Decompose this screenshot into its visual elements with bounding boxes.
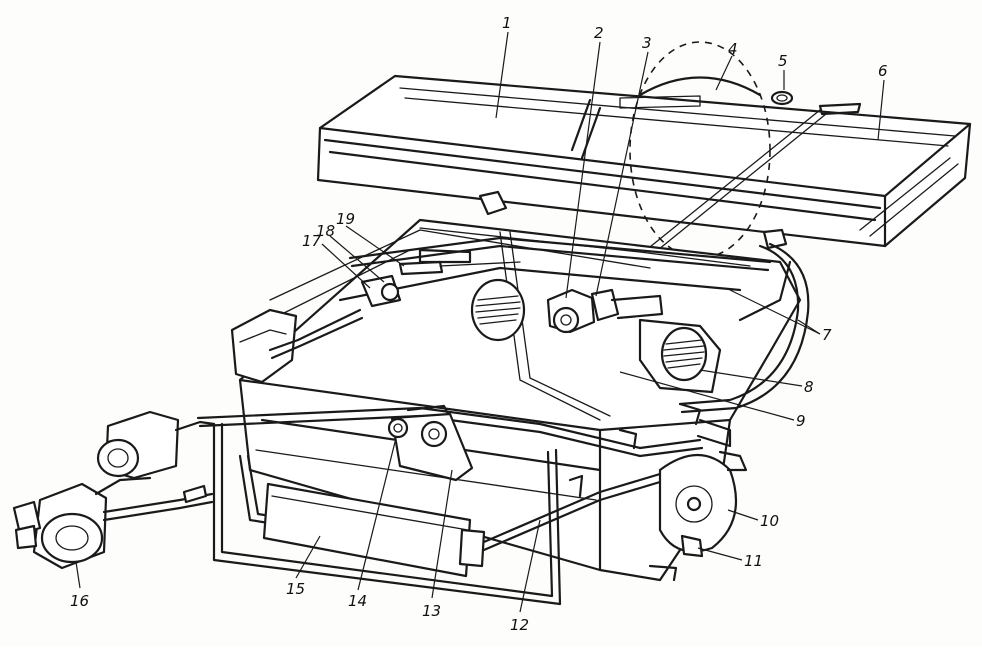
callout-16: 16 bbox=[70, 592, 89, 610]
callout-2: 2 bbox=[594, 24, 604, 42]
callout-14: 14 bbox=[348, 592, 367, 610]
electric-pump-16 bbox=[12, 410, 216, 570]
callout-17: 17 bbox=[302, 232, 322, 250]
callout-4: 4 bbox=[728, 40, 738, 58]
callout-15: 15 bbox=[286, 580, 305, 598]
upper-tank bbox=[316, 74, 972, 248]
callout-11: 11 bbox=[744, 552, 763, 570]
left-control-box bbox=[230, 308, 364, 384]
radiator-15 bbox=[262, 482, 486, 578]
callout-18: 18 bbox=[316, 222, 335, 240]
mixing-valve-13-14 bbox=[387, 404, 474, 482]
callout-labels: 1 2 3 4 5 6 7 8 9 10 11 12 13 14 15 16 1… bbox=[70, 14, 888, 634]
leader-lines bbox=[75, 31, 885, 613]
callout-13: 13 bbox=[422, 602, 441, 620]
actuator-2-3 bbox=[546, 288, 664, 334]
callout-7: 7 bbox=[822, 326, 832, 344]
left-grille bbox=[470, 278, 526, 342]
cap-5 bbox=[770, 90, 794, 106]
callout-12: 12 bbox=[510, 616, 529, 634]
valve-assembly bbox=[360, 260, 521, 308]
callout-19: 19 bbox=[336, 210, 355, 228]
callout-8: 8 bbox=[804, 378, 814, 396]
housing-tubes bbox=[338, 227, 772, 421]
pipe-top-right bbox=[818, 102, 862, 116]
return-pipe-7 bbox=[678, 242, 810, 414]
callout-1: 1 bbox=[502, 14, 512, 32]
callout-10: 10 bbox=[760, 512, 779, 530]
right-grille bbox=[638, 318, 722, 394]
blower-10-11 bbox=[658, 402, 738, 558]
fittings bbox=[568, 428, 748, 582]
callout-6: 6 bbox=[878, 62, 888, 80]
callout-9: 9 bbox=[796, 412, 806, 430]
callout-5: 5 bbox=[778, 52, 788, 70]
brackets bbox=[478, 190, 788, 250]
callout-3: 3 bbox=[642, 34, 652, 52]
